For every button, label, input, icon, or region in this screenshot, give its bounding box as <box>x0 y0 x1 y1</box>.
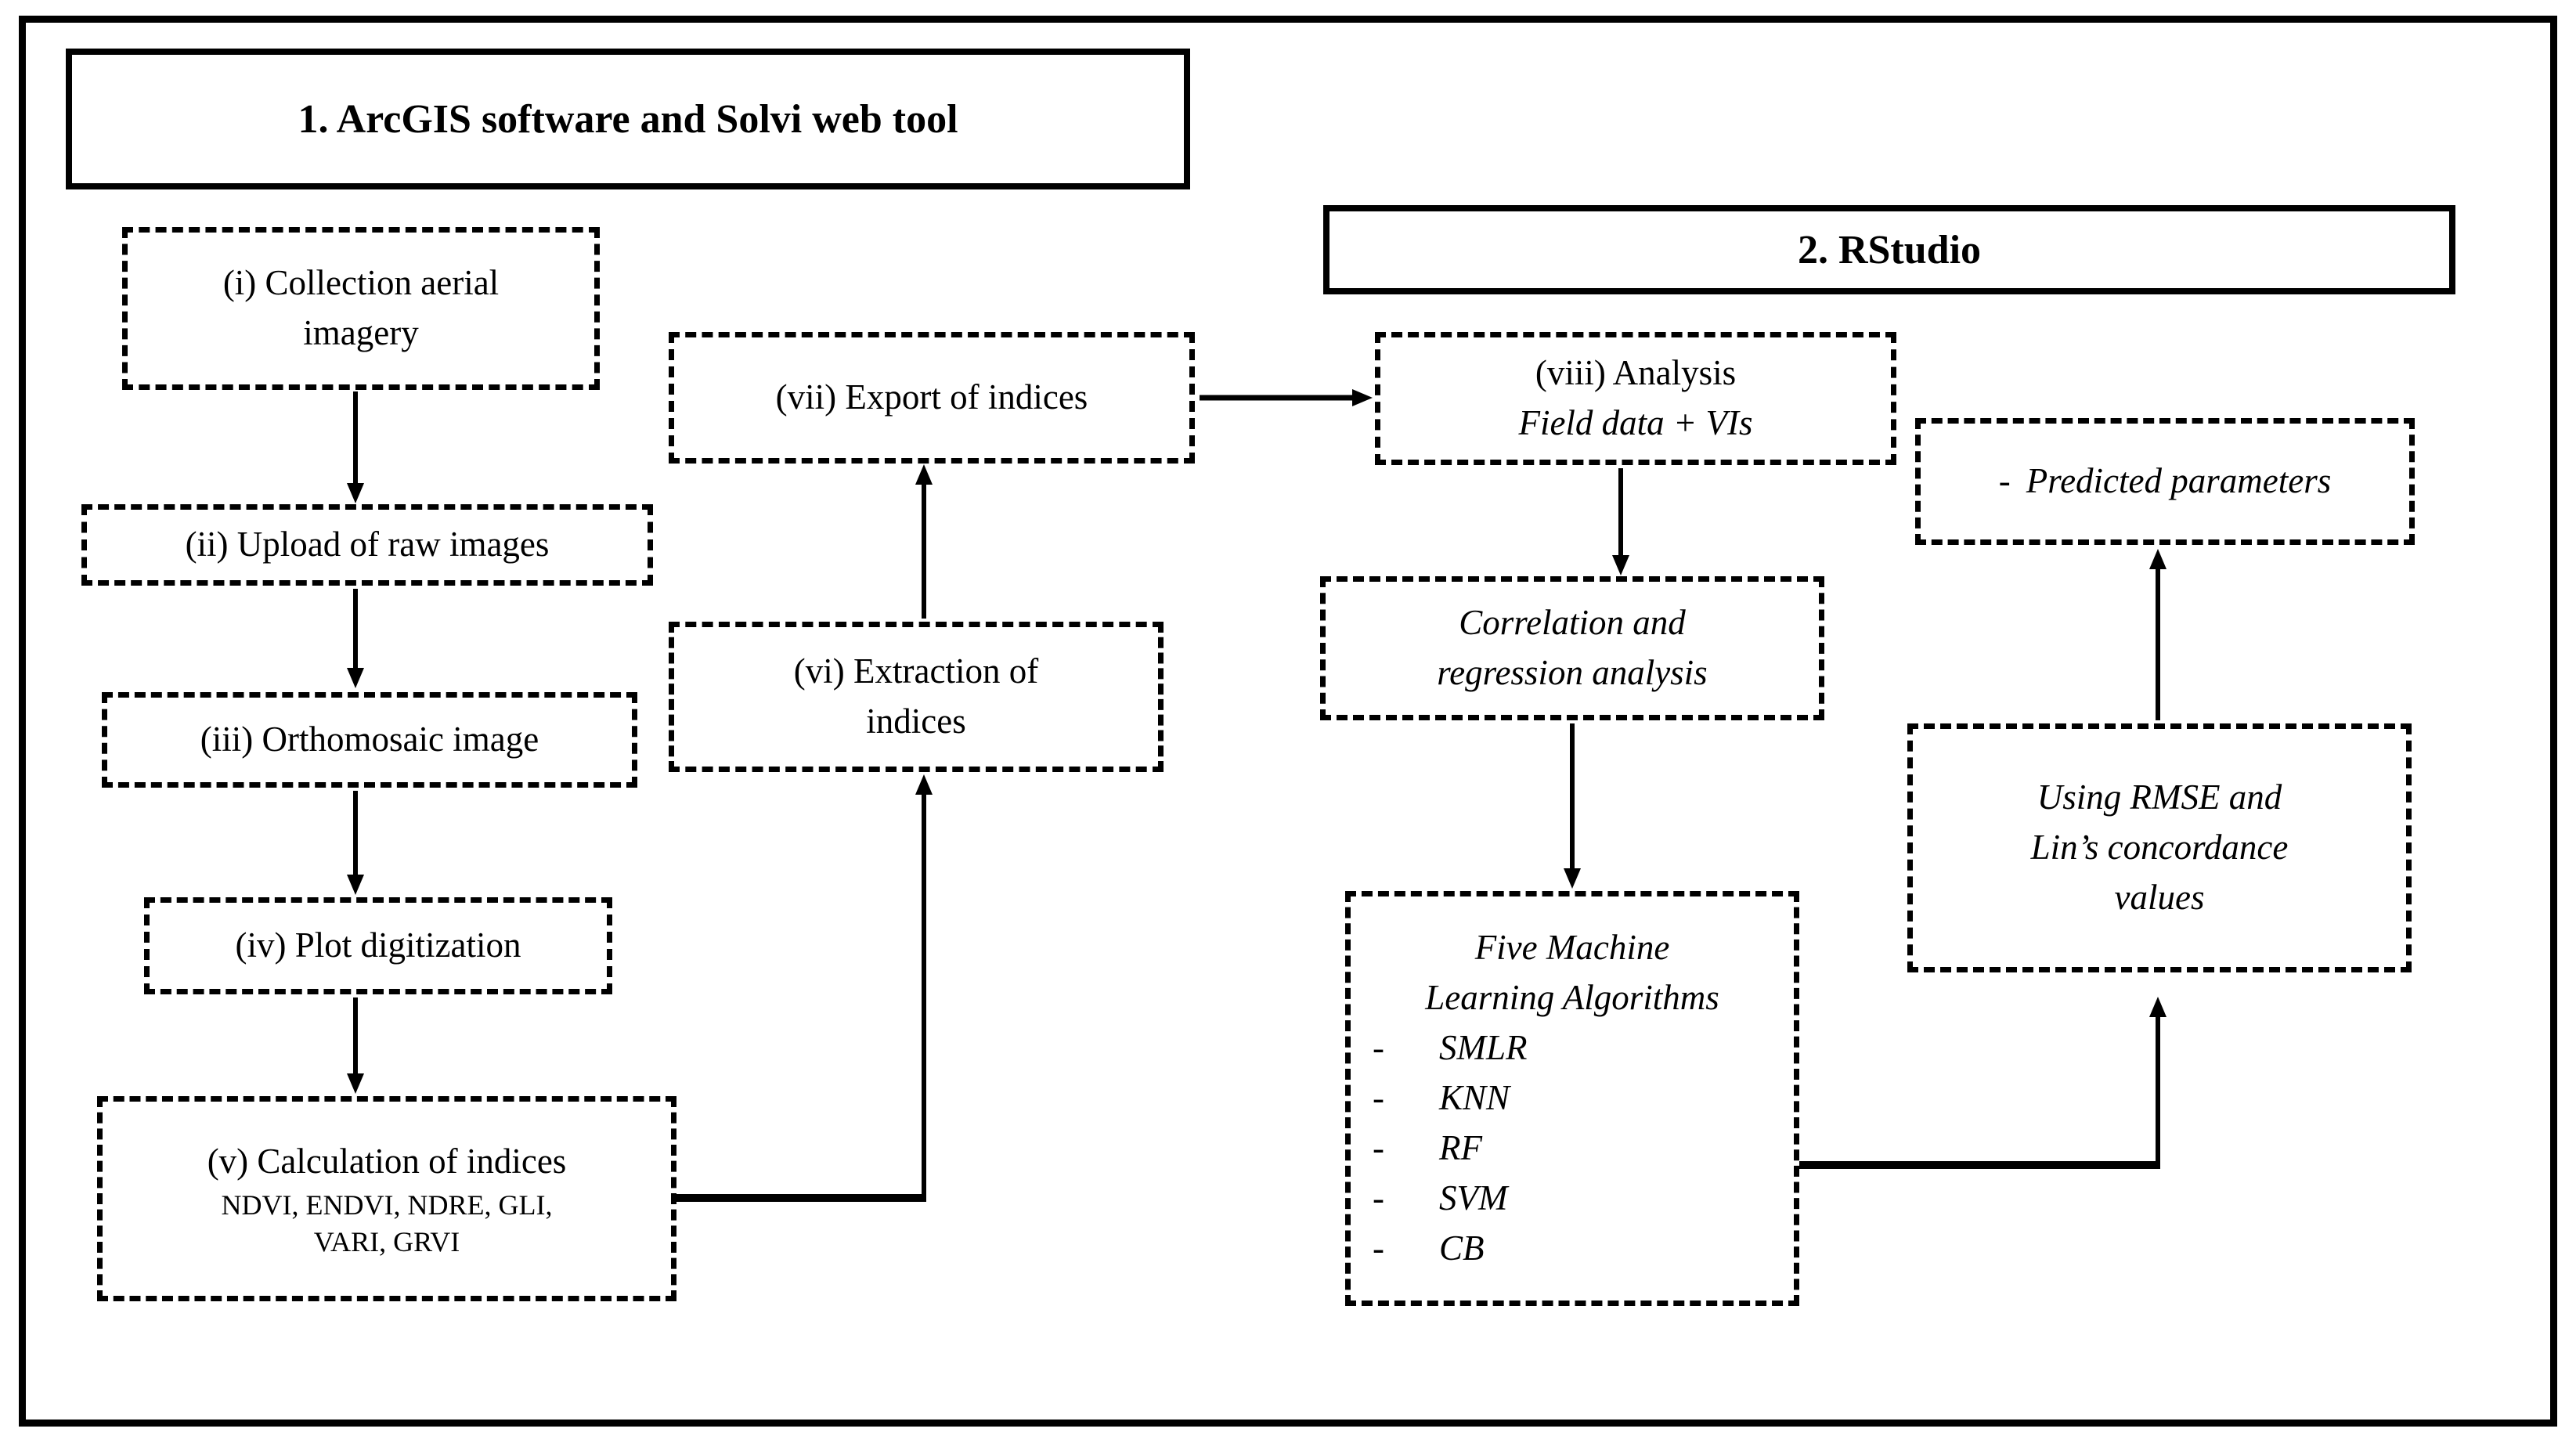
ml-item-bullet: - <box>1373 1028 1384 1068</box>
section-header-arcgis: 1. ArcGIS software and Solvi web tool <box>66 49 1190 189</box>
step-correlation-line1: Correlation and <box>1459 603 1686 643</box>
step-extraction-of-indices: (vi) Extraction of indices <box>669 622 1164 772</box>
evaluation-line1: Using RMSE and <box>2037 777 2282 817</box>
step-digitization-label: (iv) Plot digitization <box>235 925 521 965</box>
step-rmse-lins-concordance: Using RMSE and Lin’s concordance values <box>1907 723 2412 972</box>
ml-title-line2: Learning Algorithms <box>1425 978 1719 1018</box>
step-correlation-line2: regression analysis <box>1437 653 1708 692</box>
step-collection-aerial-imagery: (i) Collection aerial imagery <box>122 227 600 390</box>
predicted-bullet: - <box>1998 461 2011 501</box>
step-analysis-title: (viii) Analysis <box>1535 353 1737 393</box>
ml-item-bullet: - <box>1373 1078 1384 1118</box>
ml-algorithm-list: - SMLR - KNN - RF - SVM - CB <box>1351 1023 1794 1273</box>
step-export-label: (vii) Export of indices <box>775 377 1088 417</box>
ml-item-label: KNN <box>1439 1078 1510 1118</box>
ml-title-line1: Five Machine <box>1474 928 1670 968</box>
step-orthomosaic-label: (iii) Orthomosaic image <box>200 720 539 759</box>
output-predicted-parameters: - Predicted parameters <box>1915 418 2415 545</box>
step-calculation-title: (v) Calculation of indices <box>207 1142 567 1181</box>
step-analysis-subtitle: Field data + VIs <box>1518 403 1753 442</box>
predicted-label: Predicted parameters <box>2026 461 2332 501</box>
evaluation-line2: Lin’s concordance <box>2030 828 2289 868</box>
step-export-of-indices: (vii) Export of indices <box>669 332 1195 464</box>
ml-item-cb: - CB <box>1373 1224 1485 1274</box>
ml-item-label: CB <box>1439 1228 1485 1268</box>
ml-item-label: RF <box>1439 1127 1482 1167</box>
step-collection-line1: (i) Collection aerial <box>222 263 500 303</box>
section-header-rstudio: 2. RStudio <box>1323 205 2455 294</box>
step-extraction-line2: indices <box>866 702 966 741</box>
step-extraction-line1: (vi) Extraction of <box>793 651 1039 691</box>
step-correlation-regression: Correlation and regression analysis <box>1320 576 1824 720</box>
step-calculation-indices-line1: NDVI, ENDVI, NDRE, GLI, <box>221 1189 553 1221</box>
step-analysis-field-data-vis: (viii) Analysis Field data + VIs <box>1375 332 1896 465</box>
step-calculation-indices-line2: VARI, GRVI <box>313 1225 460 1257</box>
step-orthomosaic-image: (iii) Orthomosaic image <box>102 692 637 788</box>
ml-item-bullet: - <box>1373 1127 1384 1167</box>
step-calculation-of-indices: (v) Calculation of indices NDVI, ENDVI, … <box>97 1096 676 1301</box>
step-plot-digitization: (iv) Plot digitization <box>144 897 612 994</box>
ml-item-bullet: - <box>1373 1228 1384 1268</box>
step-upload-label: (ii) Upload of raw images <box>185 525 550 565</box>
evaluation-line3: values <box>2114 877 2205 917</box>
section-arcgis-title: 1. ArcGIS software and Solvi web tool <box>298 96 958 142</box>
ml-item-knn: - KNN <box>1373 1073 1510 1124</box>
ml-item-label: SMLR <box>1439 1028 1528 1068</box>
ml-item-label: SVM <box>1439 1178 1508 1218</box>
ml-item-smlr: - SMLR <box>1373 1023 1528 1073</box>
outer-frame <box>19 16 2557 1427</box>
step-machine-learning-algorithms: Five Machine Learning Algorithms - SMLR … <box>1345 891 1799 1306</box>
ml-item-rf: - RF <box>1373 1124 1482 1174</box>
ml-item-svm: - SVM <box>1373 1174 1507 1224</box>
step-collection-line2: imagery <box>303 313 419 352</box>
section-rstudio-title: 2. RStudio <box>1797 227 1982 272</box>
ml-item-bullet: - <box>1373 1178 1384 1218</box>
step-upload-raw-images: (ii) Upload of raw images <box>81 504 653 586</box>
